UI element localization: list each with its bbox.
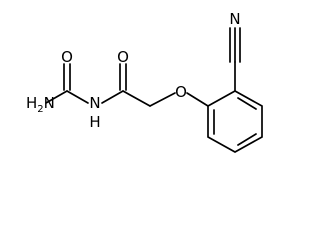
atom-n-nitrile: N [229, 10, 240, 28]
bond-oe-ring [186, 92, 209, 107]
bond-c1-nh [66, 90, 89, 104]
bond-ch2-oe [149, 92, 176, 107]
bond-nh-c2 [101, 90, 124, 104]
ring-double-1 [237, 97, 257, 110]
atom-h-amide: H [89, 113, 100, 131]
structure-diagram: O O O N H2N N H [26, 10, 263, 153]
ring-double-2 [237, 133, 257, 146]
amine-subscript: 2 [37, 104, 43, 115]
benzene-ring [207, 90, 263, 153]
amine-n: N [44, 94, 55, 112]
atom-o-amide: O [117, 48, 129, 66]
atom-n-amide: N [89, 94, 100, 112]
bond-nh2-c1 [45, 90, 68, 104]
atom-o-urea: O [61, 48, 73, 66]
atom-h2n: H2N [26, 94, 55, 115]
bond-c2-ch2 [122, 90, 151, 107]
amine-h: H [26, 94, 37, 112]
atom-o-ether: O [175, 83, 187, 101]
